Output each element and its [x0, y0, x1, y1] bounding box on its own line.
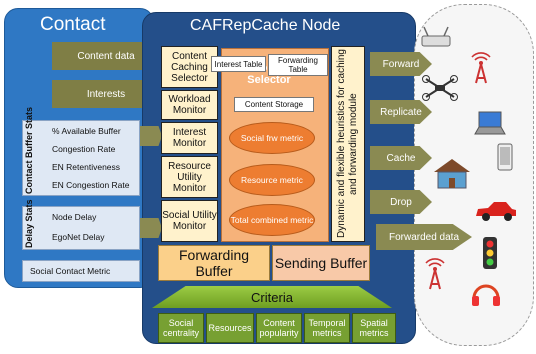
buffer-stats-label: Contact Buffer Stats	[24, 106, 34, 194]
contact-title: Contact	[40, 14, 106, 35]
delay-stats-box	[22, 206, 140, 250]
delay-stat-item: EgoNet Delay	[52, 232, 105, 242]
laptop-icon	[474, 111, 506, 135]
wifi-tower-icon	[425, 258, 445, 290]
buffer-stat-item: % Available Buffer	[52, 126, 121, 136]
forwarded-data-label: Forwarded data	[388, 231, 460, 243]
action-forward-label: Forward	[382, 58, 420, 70]
buffer-stat-item: EN Congestion Rate	[52, 180, 130, 190]
buffer-stats-box	[22, 120, 140, 196]
criterion-resources: Resources	[206, 313, 254, 343]
stats-arrow	[140, 126, 162, 146]
car-icon	[476, 202, 516, 221]
buffer-stat-item: EN Retentiveness	[52, 162, 121, 172]
buffer-stat-item: Congestion Rate	[52, 144, 116, 154]
phone-icon	[497, 143, 513, 171]
criteria-label: Criteria	[251, 289, 293, 305]
drone-icon	[422, 75, 458, 101]
monitor-interest: Interest Monitor	[161, 122, 218, 154]
action-cache-label: Cache	[386, 152, 416, 164]
monitor-social-utility: Social Utility Monitor	[161, 200, 218, 242]
delay-stats-label: Delay Stats	[24, 199, 34, 248]
traffic-light-icon	[483, 237, 497, 269]
total-combined-metric: Total combined metric	[229, 204, 315, 236]
criterion-content-popularity: Content popularity	[256, 313, 302, 343]
criteria-banner	[152, 286, 392, 308]
network-cloud	[414, 4, 534, 346]
action-replicate: Replicate	[370, 100, 432, 124]
forwarding-table: Forwarding Table	[268, 54, 328, 76]
router-icon	[421, 26, 451, 47]
node-title: CAFRepCache Node	[190, 17, 341, 34]
monitor-workload: Workload Monitor	[161, 90, 218, 120]
interest-table: Interest Table	[211, 56, 266, 72]
interests-label: Interests	[86, 88, 126, 100]
delay-stat-item: Node Delay	[52, 212, 97, 222]
criterion-spatial-metrics: Spatial metrics	[352, 313, 396, 343]
resource-metric: Resource metric	[229, 164, 315, 196]
action-cache: Cache	[370, 146, 432, 170]
criterion-social-centrality: Social centrality	[158, 313, 204, 343]
forwarded-data-arrow: Forwarded data	[376, 224, 472, 250]
social-frw-metric: Social frw metric	[229, 122, 315, 154]
social-contact-metric-box	[22, 260, 140, 282]
social-contact-metric: Social Contact Metric	[30, 266, 111, 276]
content-storage: Content Storage	[234, 97, 314, 112]
house-icon	[434, 159, 470, 189]
sending-buffer: Sending Buffer	[272, 245, 370, 281]
action-drop-label: Drop	[390, 196, 412, 208]
forwarding-buffer: Forwarding Buffer	[158, 245, 270, 281]
action-forward: Forward	[370, 52, 432, 76]
action-replicate-label: Replicate	[380, 106, 422, 118]
headphones-icon	[472, 284, 500, 306]
monitor-resource-utility: Resource Utility Monitor	[161, 156, 218, 198]
heuristics-box	[331, 46, 365, 242]
action-drop: Drop	[370, 190, 432, 214]
wifi-tower-icon	[471, 52, 491, 84]
monitor-content-caching-selector: Content Caching Selector	[161, 46, 218, 88]
criterion-temporal-metrics: Temporal metrics	[304, 313, 350, 343]
heuristics-label: Dynamic and flexible heuristics for cach…	[336, 49, 359, 239]
content-data-label: Content data	[77, 50, 135, 62]
delay-arrow	[140, 218, 162, 238]
